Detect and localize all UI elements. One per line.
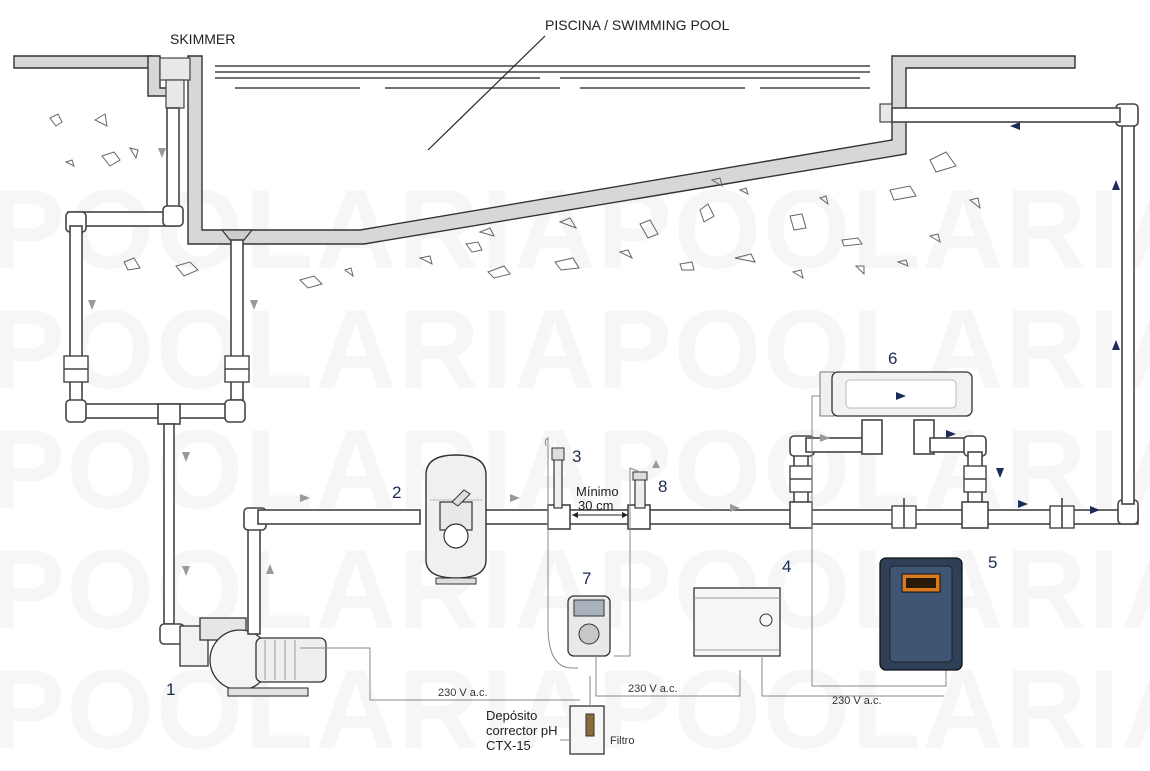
- component-number-4: 4: [782, 557, 791, 576]
- salt-chlorinator-controller: [879, 557, 963, 671]
- tank-label-line-1: Depósito: [486, 708, 537, 723]
- component-number-7: 7: [582, 569, 591, 588]
- electrical-wiring: [300, 647, 944, 701]
- injection-point: [614, 467, 648, 657]
- voltage-label-pump: 230 V a.c.: [438, 687, 488, 699]
- ph-tank: [560, 676, 605, 755]
- voltage-label-controller: 230 V a.c.: [832, 695, 882, 707]
- component-number-6: 6: [888, 349, 897, 368]
- tank-label-line-2: corrector pH: [486, 723, 558, 738]
- sand-filter: [425, 454, 487, 585]
- component-number-8: 8: [658, 477, 667, 496]
- soil-rocks: [49, 113, 981, 289]
- control-box: [693, 587, 781, 657]
- main-drain: [220, 229, 254, 241]
- minimum-distance-label-2: 30 cm: [578, 498, 613, 513]
- suction-piping: [63, 107, 250, 645]
- component-number-3: 3: [572, 447, 581, 466]
- skimmer-label: SKIMMER: [170, 31, 235, 47]
- ph-probe: [544, 437, 565, 626]
- diagram-title: PISCINA / SWIMMING POOL: [545, 17, 730, 33]
- component-number-1: 1: [166, 680, 175, 699]
- electrolysis-cell: [811, 371, 973, 687]
- voltage-label-dosing: 230 V a.c.: [628, 683, 678, 695]
- dosing-pump: [547, 595, 741, 697]
- skimmer-unit: [159, 57, 191, 109]
- return-inlet: [879, 103, 893, 123]
- pump: [179, 617, 327, 697]
- tank-label-line-3: CTX-15: [486, 738, 531, 753]
- watermark-row-2: POOLARIAPOOLARIA: [0, 287, 1150, 412]
- pool-structure: [13, 35, 1076, 245]
- left-deck: [13, 55, 153, 69]
- pressure-piping: [243, 103, 1139, 635]
- title-leader: [427, 35, 546, 151]
- component-number-2: 2: [392, 483, 401, 502]
- component-number-5: 5: [988, 553, 997, 572]
- filter-label: Filtro: [610, 735, 634, 747]
- water-surface: [215, 65, 870, 89]
- pool-shell: [187, 55, 1076, 245]
- minimum-distance-label-1: Mínimo: [576, 484, 619, 499]
- flow-arrows: [88, 122, 1120, 576]
